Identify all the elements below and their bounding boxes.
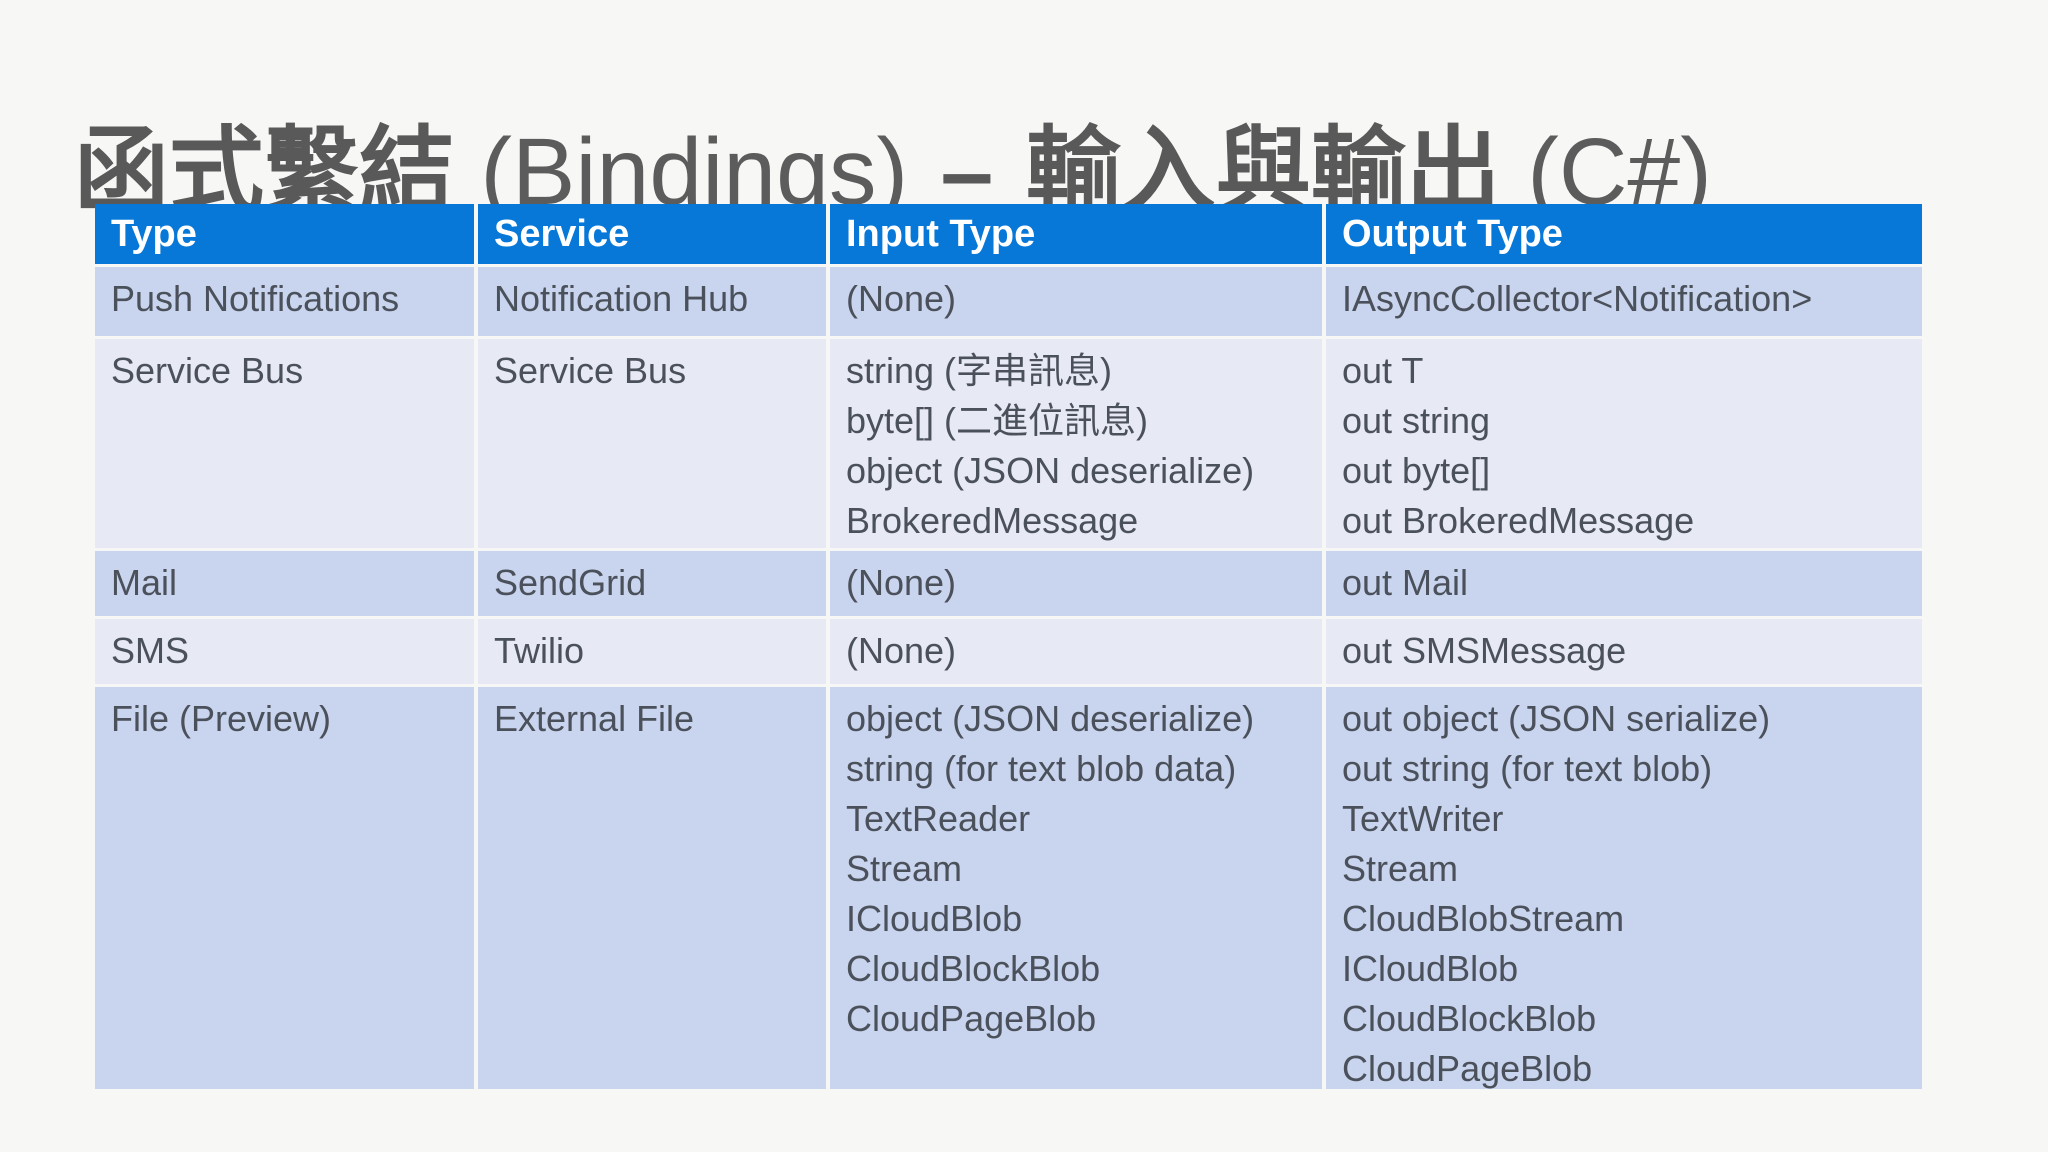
cell-type: Service Bus xyxy=(95,339,474,548)
cell-output-type: out object (JSON serialize) out string (… xyxy=(1326,687,1922,1089)
cell-output-type: out SMSMessage xyxy=(1326,619,1922,684)
cell-service: SendGrid xyxy=(478,551,826,616)
cell-service: Notification Hub xyxy=(478,267,826,336)
cell-input-type: (None) xyxy=(830,619,1322,684)
cell-input-type: (None) xyxy=(830,267,1322,336)
cell-input-type: string (字串訊息) byte[] (二進位訊息) object (JSO… xyxy=(830,339,1322,548)
column-header-input-type: Input Type xyxy=(830,204,1322,264)
cell-output-type: IAsyncCollector<Notification> xyxy=(1326,267,1922,336)
cell-input-type: (None) xyxy=(830,551,1322,616)
cell-type: SMS xyxy=(95,619,474,684)
cell-type: Push Notifications xyxy=(95,267,474,336)
cell-service: Twilio xyxy=(478,619,826,684)
cell-type: Mail xyxy=(95,551,474,616)
cell-output-type: out T out string out byte[] out Brokered… xyxy=(1326,339,1922,548)
cell-type: File (Preview) xyxy=(95,687,474,1089)
column-header-type: Type xyxy=(95,204,474,264)
cell-input-type: object (JSON deserialize) string (for te… xyxy=(830,687,1322,1089)
column-header-service: Service xyxy=(478,204,826,264)
column-header-output-type: Output Type xyxy=(1326,204,1922,264)
bindings-table: Type Service Input Type Output Type Push… xyxy=(95,204,1922,1089)
cell-service: Service Bus xyxy=(478,339,826,548)
cell-output-type: out Mail xyxy=(1326,551,1922,616)
cell-service: External File xyxy=(478,687,826,1089)
